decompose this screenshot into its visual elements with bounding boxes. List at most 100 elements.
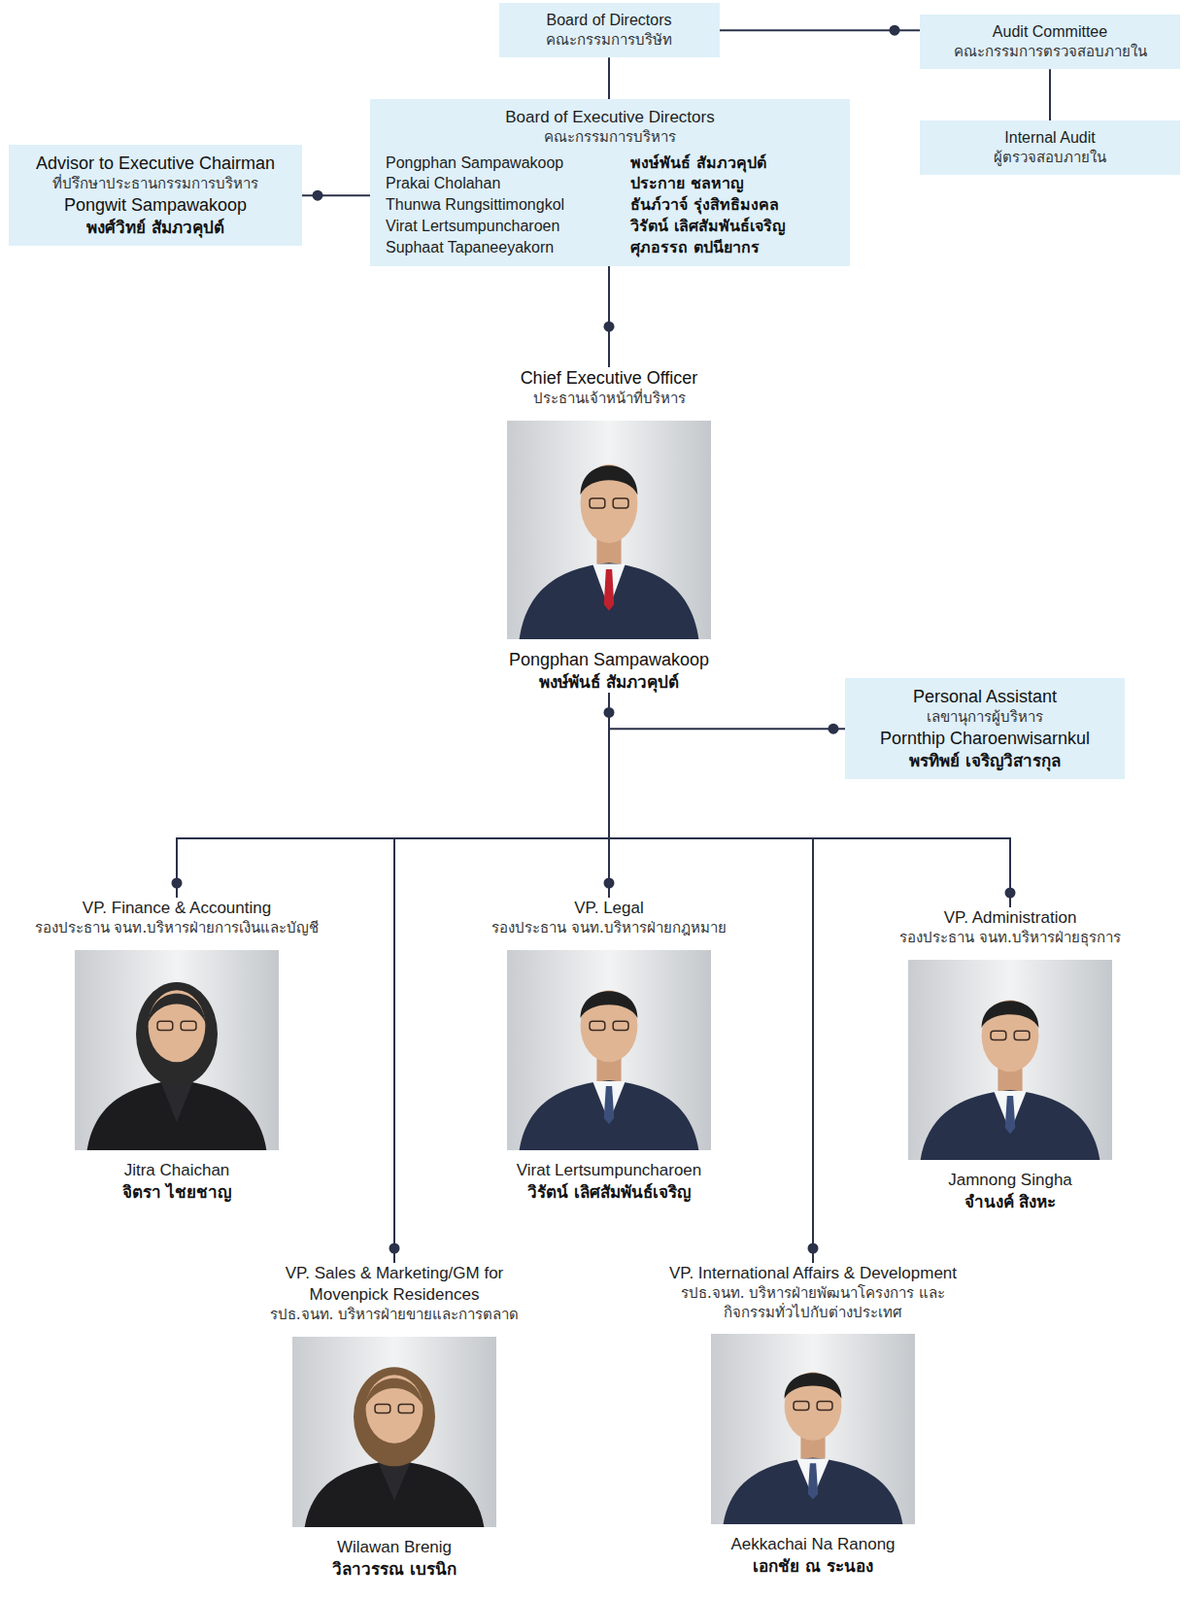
thai-name-text: วิรัตน์ เลิศสัมพันธ์เจริญ	[448, 1181, 770, 1203]
face-shape	[981, 999, 1040, 1072]
face-shape	[784, 1371, 843, 1441]
hair-shape	[148, 992, 206, 1021]
title-text: Jitra Chaichan	[3, 1159, 350, 1182]
card-name: Wilawan Brenigวิลาวรรณ เบรนิก	[234, 1536, 555, 1580]
glasses-shape	[157, 1020, 197, 1030]
suit-shape	[304, 1459, 485, 1527]
glasses-shape	[374, 1403, 414, 1413]
glasses-shape	[589, 1020, 629, 1030]
org-connector	[608, 692, 846, 729]
title-text: Audit Committee	[935, 22, 1165, 43]
suit-shape	[920, 1088, 1101, 1159]
thai-name-text: วิลาวรรณ เบรนิก	[234, 1557, 555, 1580]
face-shape	[366, 1374, 424, 1444]
junction-dot	[604, 878, 615, 889]
board-box: Board of Directorsคณะกรรมการบริษัท	[499, 2, 720, 58]
hair-shape	[135, 981, 218, 1086]
thai-member-name: วิรัตน์ เลิศสัมพันธ์เจริญ	[630, 216, 835, 237]
photo-background	[908, 959, 1113, 1160]
member-name: Thunwa Rungsittimongkol	[385, 195, 613, 216]
thai-member-name: ธันภ์วาจ์ รุ่งสิทธิมงคล	[630, 195, 835, 216]
junction-dot	[604, 321, 615, 333]
tie-shape	[1005, 1095, 1016, 1134]
member-name: Prakai Cholahan	[385, 173, 613, 195]
title-text: VP. Legal	[448, 897, 770, 919]
hair-shape	[981, 1000, 1040, 1028]
title-text: Pongphan Sampawakoop	[463, 648, 755, 672]
face-shape	[148, 989, 206, 1062]
thai-title-text: ที่ปรึกษาประธานกรรมการบริหาร	[24, 174, 287, 195]
thai-name-text: พรทิพย์ เจริญวิสารกุล	[860, 749, 1110, 772]
tie-shape	[604, 1085, 615, 1124]
hair-shape	[366, 1377, 424, 1405]
assistant-box: Personal Assistantเลขานุการผู้บริหารPorn…	[845, 677, 1125, 779]
thai-name-text: พงศ์วิทย์ สัมภวคุปต์	[24, 216, 287, 238]
portrait-photo	[74, 949, 279, 1151]
glasses-shape	[793, 1401, 833, 1411]
card-heading: Chief Executive Officerประธานเจ้าหน้าที่…	[463, 367, 755, 409]
glasses-shape	[589, 498, 629, 508]
audit-box: Internal Auditผู้ตรวจสอบภายใน	[919, 120, 1181, 175]
executive-board-box: Board of Executive Directorsคณะกรรมการบร…	[370, 99, 850, 267]
thai-member-name: ประกาย ชลหาญ	[630, 173, 835, 195]
junction-dot	[389, 1243, 401, 1254]
title-text: Chief Executive Officer	[463, 367, 755, 390]
title-text: Pongwit Sampawakoop	[24, 194, 287, 217]
card-heading: VP. Legalรองประธาน จนท.บริหารฝ่ายกฎหมาย	[448, 897, 770, 939]
committee-box: Audit Committeeคณะกรรมการตรวจสอบภายใน	[919, 14, 1181, 69]
suit-shape	[519, 562, 700, 640]
photo-background	[507, 949, 711, 1151]
thai-member-name: พงษ์พันธ์ สัมภวคุปต์	[630, 153, 835, 174]
title-text: Board of Executive Directors	[385, 106, 835, 129]
photo-background	[710, 1333, 915, 1524]
card-name: Pongphan Sampawakoopพงษ์พันธ์ สัมภวคุปต์	[463, 648, 755, 693]
org-connector	[608, 57, 610, 100]
junction-dot	[808, 1243, 819, 1254]
thai-title-text: รองประธาน จนท.บริหารฝ่ายธุรการ	[864, 928, 1156, 948]
card-name: Jitra Chaichanจิตรา ไชยชาญ	[3, 1159, 350, 1203]
shirt-shape	[160, 1081, 194, 1122]
title-text: VP. Administration	[864, 907, 1156, 929]
thai-title-text: เลขานุการผู้บริหาร	[860, 708, 1110, 728]
ceo-card: Chief Executive Officerประธานเจ้าหน้าที่…	[463, 367, 755, 693]
title-text: Virat Lertsumpuncharoen	[448, 1159, 770, 1182]
junction-dot	[828, 723, 840, 735]
suit-shape	[723, 1456, 904, 1524]
thai-title-text: คณะกรรมการบริษัท	[514, 31, 705, 51]
title-text: VP. Sales & Marketing/GM for Movenpick R…	[253, 1262, 536, 1306]
title-text: Internal Audit	[935, 128, 1165, 149]
photo-background	[74, 949, 279, 1151]
suit-shape	[87, 1079, 268, 1150]
hair-shape	[784, 1372, 843, 1398]
tie-shape	[808, 1462, 819, 1499]
tie-shape	[604, 569, 615, 611]
portrait-photo	[710, 1333, 915, 1524]
thai-name-text: พงษ์พันธ์ สัมภวคุปต์	[463, 671, 755, 693]
card-heading: VP. Administrationรองประธาน จนท.บริหารฝ่…	[864, 907, 1156, 948]
org-connector	[1048, 68, 1051, 121]
member-list: Pongphan Sampawakoop พงษ์พันธ์ สัมภวคุปต์…	[385, 153, 835, 259]
portrait-photo	[507, 949, 711, 1151]
card-heading: VP. Finance & Accountingรองประธาน จนท.บร…	[3, 897, 350, 939]
member-name: Pongphan Sampawakoop	[385, 153, 613, 174]
junction-dot	[312, 190, 324, 202]
hair-shape	[580, 465, 639, 495]
title-text: Pornthip Charoenwisarnkul	[860, 727, 1110, 750]
glasses-shape	[990, 1030, 1030, 1040]
thai-title-text: คณะกรรมการตรวจสอบภายใน	[935, 42, 1165, 63]
junction-dot	[604, 707, 615, 718]
title-text: Personal Assistant	[860, 685, 1110, 709]
photo-background	[507, 420, 711, 640]
card-name: Aekkachai Na Ranongเอกชัย ณ ระนอง	[628, 1533, 998, 1577]
vp-card: VP. International Affairs & Developmentร…	[628, 1262, 998, 1577]
title-text: VP. Finance & Accounting	[3, 897, 350, 919]
title-text: Aekkachai Na Ranong	[628, 1533, 998, 1556]
card-name: Jamnong Singhaจำนงค์ สิงหะ	[864, 1169, 1156, 1213]
title-text: Jamnong Singha	[864, 1169, 1156, 1191]
card-heading: VP. International Affairs & Developmentร…	[628, 1262, 998, 1322]
title-text: Advisor to Executive Chairman	[24, 152, 287, 175]
thai-title-text: รองประธาน จนท.บริหารฝ่ายกฎหมาย	[448, 918, 770, 939]
hair-shape	[353, 1366, 436, 1466]
portrait-photo	[507, 420, 711, 640]
